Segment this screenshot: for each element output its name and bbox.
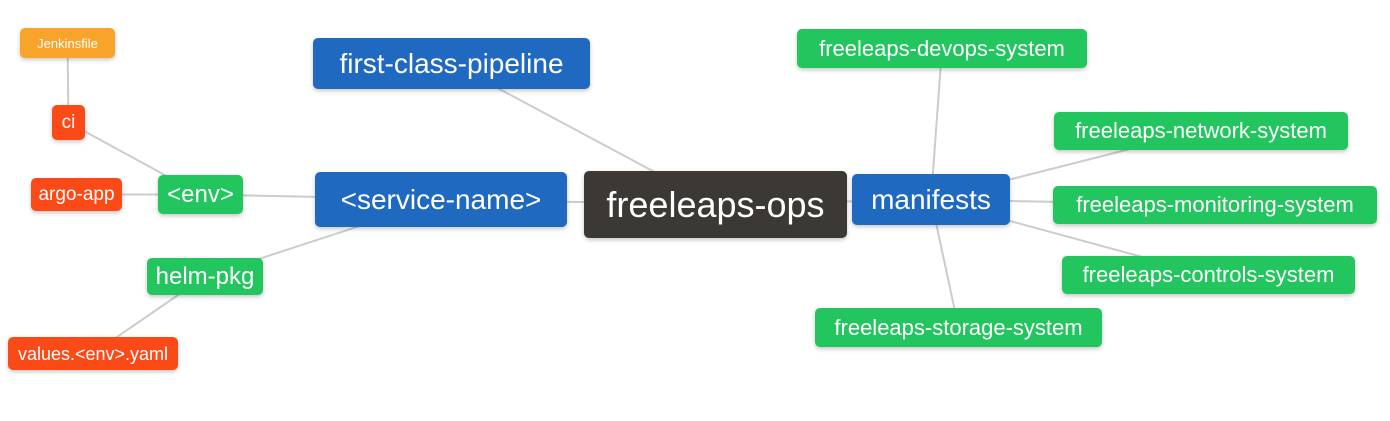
node-values-env-yaml[interactable]: values.<env>.yaml [8,337,178,370]
node-freeleaps-storage-system[interactable]: freeleaps-storage-system [815,308,1102,347]
node-env[interactable]: <env> [158,175,243,214]
node-manifests[interactable]: manifests [852,174,1010,225]
node-service-name[interactable]: <service-name> [315,172,567,227]
node-freeleaps-ops[interactable]: freeleaps-ops [584,171,847,238]
node-freeleaps-controls-system[interactable]: freeleaps-controls-system [1062,256,1355,294]
node-freeleaps-monitoring-system[interactable]: freeleaps-monitoring-system [1053,186,1377,224]
node-argo-app[interactable]: argo-app [31,178,122,211]
node-freeleaps-network-system[interactable]: freeleaps-network-system [1054,112,1348,150]
node-first-class-pipeline[interactable]: first-class-pipeline [313,38,590,89]
node-freeleaps-devops-system[interactable]: freeleaps-devops-system [797,29,1087,68]
node-ci[interactable]: ci [52,105,85,140]
node-helm-pkg[interactable]: helm-pkg [147,258,263,295]
node-jenkinsfile[interactable]: Jenkinsfile [20,28,115,58]
